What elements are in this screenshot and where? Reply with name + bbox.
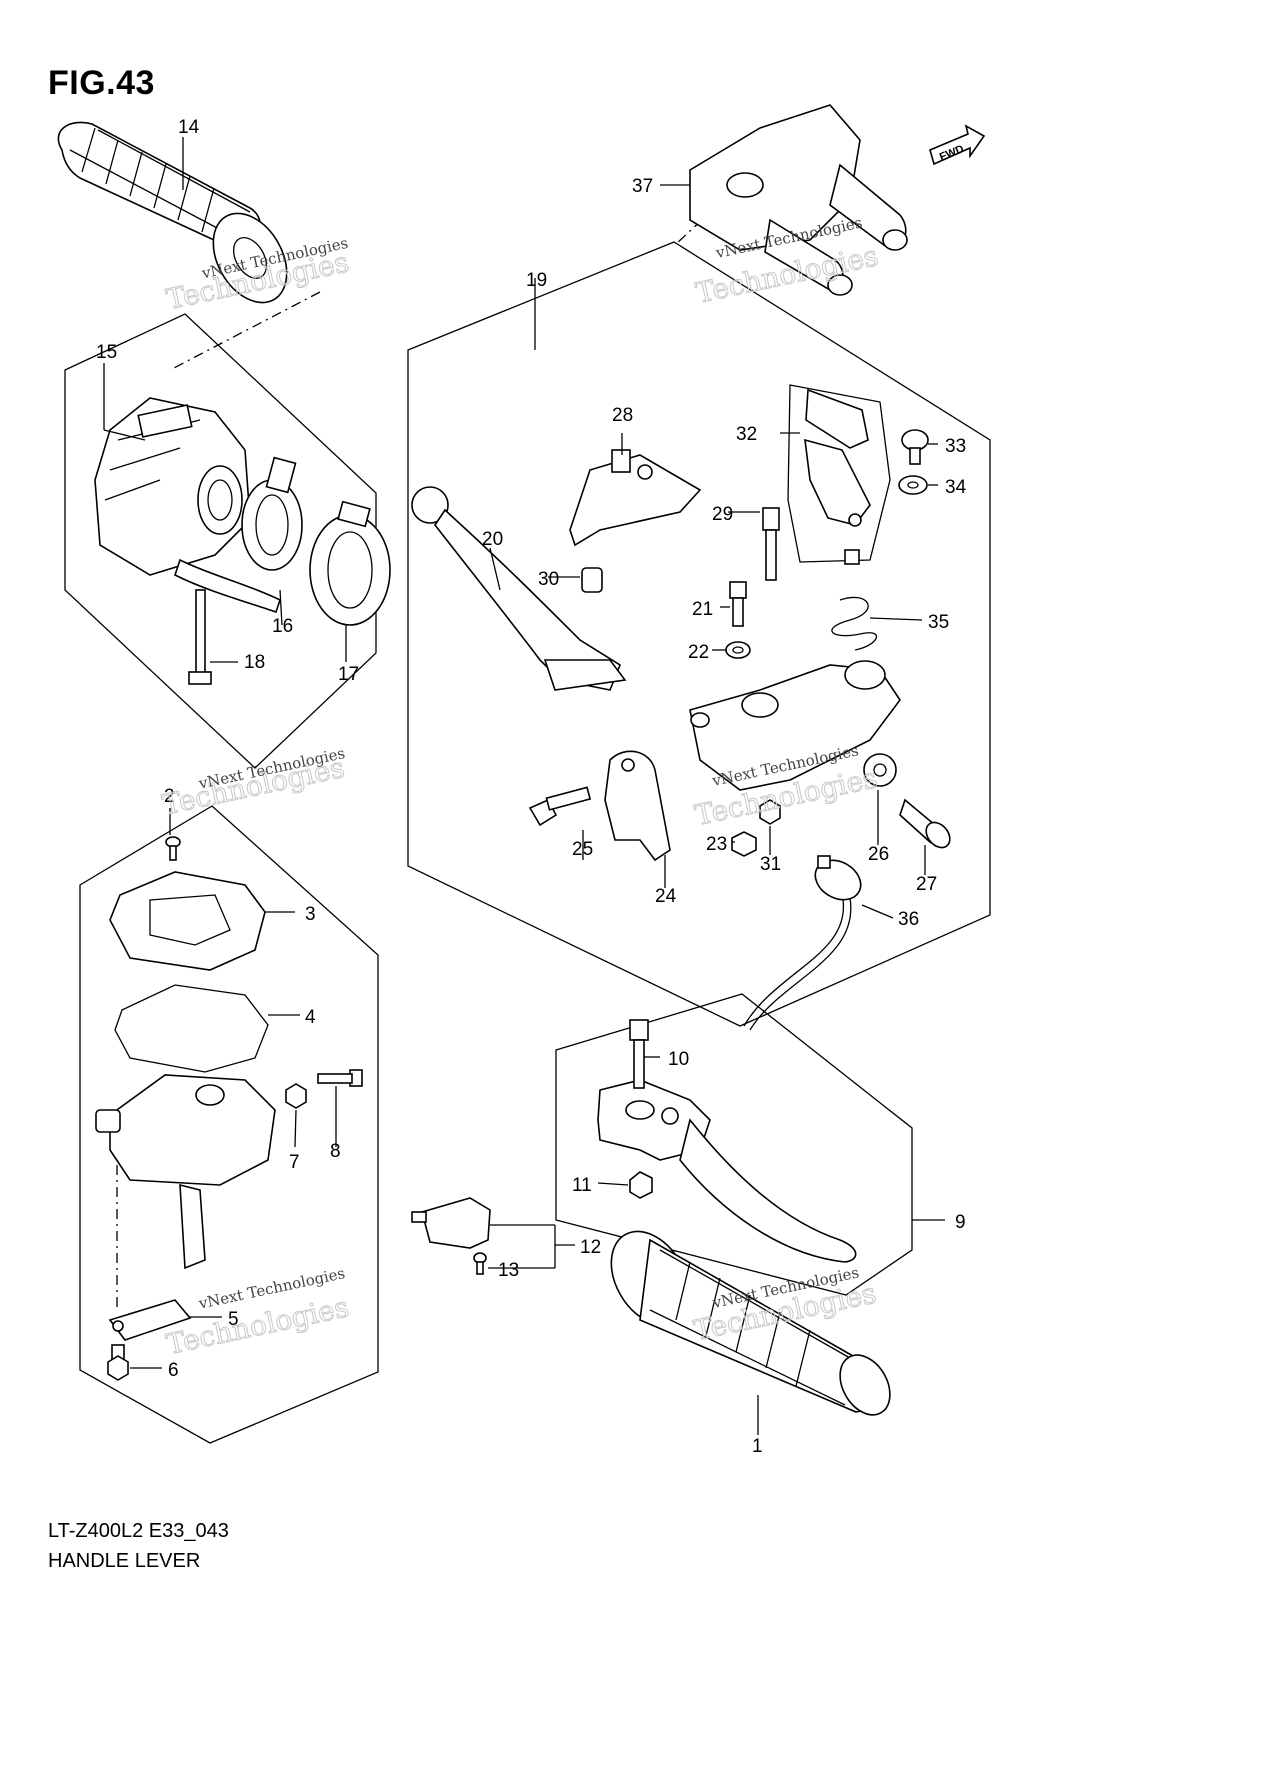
part-32-parking-lock <box>787 384 891 565</box>
part-3-cover <box>109 871 266 971</box>
part-35-spring <box>831 596 878 651</box>
watermark-3: Technologies vNext Technologies <box>159 744 348 822</box>
group-box-throttle <box>79 805 379 1444</box>
connector-14-15 <box>169 291 321 371</box>
callout-27: 27 <box>916 874 937 895</box>
part-36-switch-cable <box>743 855 862 1031</box>
callout-22: 22 <box>688 642 709 663</box>
callout-11: 11 <box>572 1175 592 1196</box>
part-27-adjuster-bolt <box>899 798 951 849</box>
callout-10: 10 <box>668 1049 689 1070</box>
callout-12: 12 <box>580 1237 601 1258</box>
part-8-screw <box>317 1069 363 1087</box>
part-10-pivot-bolt <box>629 1019 649 1089</box>
part-15-switch-housing <box>94 397 281 614</box>
callout-19: 19 <box>526 270 547 291</box>
callout-1: 1 <box>752 1436 763 1457</box>
part-30-collar <box>581 567 603 593</box>
callout-18: 18 <box>244 652 265 673</box>
part-24-clamp <box>604 750 671 862</box>
callout-3: 3 <box>305 904 316 925</box>
callout-7: 7 <box>289 1152 300 1173</box>
part-2-screw <box>165 836 181 861</box>
lever-bracket-body <box>689 660 901 791</box>
part-14-grip <box>57 121 288 304</box>
model-code: LT-Z400L2 E33_043 <box>48 1520 229 1542</box>
part-37-master-cylinder <box>689 104 908 296</box>
part-23-nut <box>731 831 757 857</box>
callout-4: 4 <box>305 1007 316 1028</box>
part-31-nut <box>759 799 781 825</box>
group-box-15 <box>64 313 377 769</box>
callout-28: 28 <box>612 405 633 426</box>
callout-13: 13 <box>498 1260 519 1281</box>
callout-26: 26 <box>868 844 889 865</box>
part-1-grip <box>610 1230 891 1416</box>
callout-labels: 14 15 16 17 18 19 20 28 32 33 34 29 30 2… <box>96 117 967 1457</box>
part-11-nut <box>629 1171 653 1199</box>
part-28-bracket <box>569 449 702 547</box>
part-6-bolt <box>107 1344 129 1381</box>
callout-5: 5 <box>228 1309 239 1330</box>
part-18-screw <box>188 589 212 685</box>
part-12-switch <box>411 1197 491 1249</box>
callout-24: 24 <box>655 886 677 907</box>
callout-37: 37 <box>632 176 653 197</box>
part-16-throttle-cam <box>241 456 303 571</box>
part-34-washer <box>898 475 928 495</box>
part-20-clutch-lever <box>411 486 627 691</box>
callout-25: 25 <box>572 839 593 860</box>
callout-16: 16 <box>272 616 293 637</box>
callout-30: 30 <box>538 569 559 590</box>
callout-15: 15 <box>96 342 117 363</box>
leader-lines <box>103 137 945 1435</box>
part-22-washer <box>725 641 751 659</box>
figure-title: FIG.43 <box>48 64 155 102</box>
part-17-clamp-ring <box>309 500 391 626</box>
part-9-brake-lever <box>597 1079 857 1263</box>
part-21-pivot-bolt <box>729 581 747 627</box>
callout-29: 29 <box>712 504 733 525</box>
watermark-5: Technologies vNext Technologies <box>163 1264 352 1362</box>
throttle-housing-body <box>95 1074 276 1270</box>
callout-23: 23 <box>706 834 727 855</box>
callout-14: 14 <box>178 117 200 138</box>
part-7-nut <box>285 1083 307 1109</box>
part-29-bolt <box>762 507 780 581</box>
callout-33: 33 <box>945 436 966 457</box>
callout-35: 35 <box>928 612 949 633</box>
fwd-arrow-badge: FWD <box>929 124 986 166</box>
callout-20: 20 <box>482 529 503 550</box>
callout-34: 34 <box>945 477 967 498</box>
callout-21: 21 <box>692 599 713 620</box>
part-25-bolt <box>528 786 592 827</box>
callout-17: 17 <box>338 664 359 685</box>
callout-36: 36 <box>898 909 919 930</box>
figure-name: HANDLE LEVER <box>48 1550 201 1572</box>
svg-text:Technologies: Technologies <box>163 1290 351 1361</box>
group-box-19 <box>407 241 991 1027</box>
part-13-screw <box>473 1252 487 1275</box>
callout-32: 32 <box>736 424 757 445</box>
part-5-bracket <box>108 1299 192 1341</box>
callout-2: 2 <box>164 786 175 807</box>
callout-9: 9 <box>955 1212 966 1233</box>
callout-8: 8 <box>330 1141 341 1162</box>
callout-6: 6 <box>168 1360 179 1381</box>
part-26-adjuster <box>863 753 897 787</box>
callout-31: 31 <box>760 854 781 875</box>
part-33-screw <box>901 429 929 465</box>
group-box-9 <box>555 993 913 1296</box>
part-4-gasket <box>114 984 269 1073</box>
